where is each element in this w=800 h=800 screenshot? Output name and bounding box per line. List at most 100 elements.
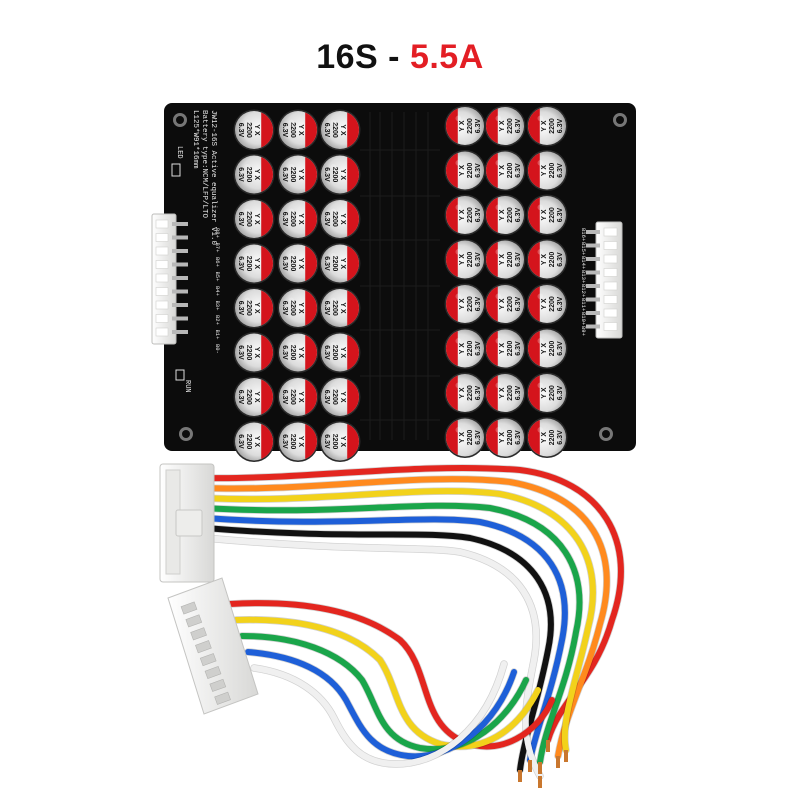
cap-brand-label: Y X (459, 165, 466, 176)
cap-voltage-label: 6.3V (323, 256, 330, 271)
cap-brand-label: Y X (499, 254, 506, 265)
svg-text:Y X22006.3V: Y X22006.3V (281, 122, 304, 138)
cap-brand-label: Y X (253, 258, 260, 269)
svg-text:Y X22006.3V: Y X22006.3V (237, 434, 260, 450)
cap-capacitance-label: 2200 (507, 296, 514, 312)
wire-tip (546, 740, 550, 752)
svg-text:Y X22006.3V: Y X22006.3V (323, 256, 346, 272)
wire-tip (518, 770, 522, 782)
cap-voltage-label: 6.3V (515, 252, 522, 267)
cap-voltage-label: 6.3V (475, 385, 482, 400)
pin-label: B15+ (580, 242, 587, 255)
cap-voltage-label: 6.3V (515, 430, 522, 445)
cap-capacitance-label: 2200 (549, 252, 556, 268)
capacitor: Y X22006.3V (319, 421, 361, 462)
cap-capacitance-label: 2200 (289, 211, 296, 227)
svg-text:Y X22006.3V: Y X22006.3V (499, 430, 522, 446)
capacitor: Y X22006.3V (319, 376, 361, 418)
cable-connector-small (167, 577, 259, 715)
cap-brand-label: Y X (459, 432, 466, 443)
board-connector-right (586, 221, 623, 339)
capacitor: Y X22006.3V (233, 421, 275, 462)
capacitor: Y X22006.3V (233, 154, 275, 195)
cap-brand-label: Y X (253, 347, 260, 358)
svg-text:Y X22006.3V: Y X22006.3V (499, 207, 522, 223)
cap-capacitance-label: 2200 (507, 430, 514, 446)
svg-text:Y X22006.3V: Y X22006.3V (281, 211, 304, 227)
capacitor: Y X22006.3V (484, 150, 526, 191)
capacitor: Y X22006.3V (233, 287, 275, 329)
capacitor: Y X22006.3V (319, 154, 361, 195)
cap-capacitance-label: 2200 (289, 434, 296, 450)
cap-voltage-label: 6.3V (557, 207, 564, 222)
right-pin-labels: B16+B15+B14+B13+B12+B11+B10+B9+ (580, 228, 587, 336)
cap-brand-label: Y X (459, 387, 466, 398)
capacitor: Y X22006.3V (277, 421, 319, 462)
cap-capacitance-label: 2200 (549, 296, 556, 312)
capacitor: Y X22006.3V (319, 109, 361, 151)
cap-capacitance-label: 2200 (331, 434, 338, 450)
svg-text:Y X22006.3V: Y X22006.3V (323, 122, 346, 138)
wire (233, 616, 541, 750)
capacitor: Y X22006.3V (444, 372, 486, 414)
wire-tip (564, 750, 568, 762)
wire-tip (538, 762, 542, 774)
cap-capacitance-label: 2200 (289, 345, 296, 361)
cap-capacitance-label: 2200 (245, 345, 252, 361)
cap-capacitance-label: 2200 (507, 207, 514, 223)
cap-brand-label: Y X (297, 124, 304, 135)
cap-capacitance-label: 2200 (507, 252, 514, 268)
pin-label: B0- (214, 344, 221, 354)
silkscreen-line-3: L125*W91*16mm (191, 110, 199, 169)
cap-capacitance-label: 2200 (467, 430, 474, 446)
cap-brand-label: Y X (253, 302, 260, 313)
wire (251, 661, 507, 768)
cap-brand-label: Y X (297, 347, 304, 358)
capacitor: Y X22006.3V (233, 243, 275, 284)
svg-text:Y X22006.3V: Y X22006.3V (541, 430, 564, 446)
svg-text:Y X22006.3V: Y X22006.3V (459, 296, 482, 312)
wire-tip (556, 756, 560, 768)
cap-brand-label: Y X (541, 120, 548, 131)
capacitor: Y X22006.3V (319, 287, 361, 329)
led-label: LED (175, 146, 183, 159)
pin-label: B8+ (214, 228, 221, 238)
cap-voltage-label: 6.3V (237, 212, 244, 227)
cap-voltage-label: 6.3V (557, 296, 564, 311)
cap-brand-label: Y X (339, 347, 346, 358)
product-title: 16S - 5.5A (0, 38, 800, 77)
cap-brand-label: Y X (499, 432, 506, 443)
capacitor: Y X22006.3V (319, 198, 361, 240)
wire (239, 633, 529, 753)
capacitor: Y X22006.3V (526, 194, 568, 236)
cap-voltage-label: 6.3V (323, 390, 330, 405)
cap-voltage-label: 6.3V (557, 252, 564, 267)
cap-brand-label: Y X (541, 209, 548, 220)
capacitor: Y X22006.3V (526, 283, 568, 325)
cap-voltage-label: 6.3V (475, 118, 482, 133)
cap-voltage-label: 6.3V (557, 118, 564, 133)
capacitor: Y X22006.3V (484, 239, 526, 280)
cap-capacitance-label: 2200 (245, 389, 252, 405)
pin-label: B1+ (214, 330, 221, 340)
svg-text:Y X22006.3V: Y X22006.3V (459, 430, 482, 446)
cap-capacitance-label: 2200 (331, 389, 338, 405)
title-separator: - (378, 38, 410, 76)
cap-brand-label: Y X (297, 391, 304, 402)
svg-text:Y X22006.3V: Y X22006.3V (281, 256, 304, 272)
cap-voltage-label: 6.3V (281, 434, 288, 449)
cap-voltage-label: 6.3V (237, 256, 244, 271)
cap-brand-label: Y X (297, 258, 304, 269)
cap-voltage-label: 6.3V (281, 256, 288, 271)
cap-voltage-label: 6.3V (237, 345, 244, 360)
cap-brand-label: Y X (297, 302, 304, 313)
svg-text:Y X22006.3V: Y X22006.3V (459, 341, 482, 357)
pin-label: B3+ (214, 301, 221, 311)
svg-text:Y X22006.3V: Y X22006.3V (459, 252, 482, 268)
svg-text:Y X22006.3V: Y X22006.3V (541, 163, 564, 179)
cap-capacitance-label: 2200 (507, 163, 514, 179)
cap-voltage-label: 6.3V (237, 123, 244, 138)
cap-voltage-label: 6.3V (323, 434, 330, 449)
cap-capacitance-label: 2200 (467, 163, 474, 179)
